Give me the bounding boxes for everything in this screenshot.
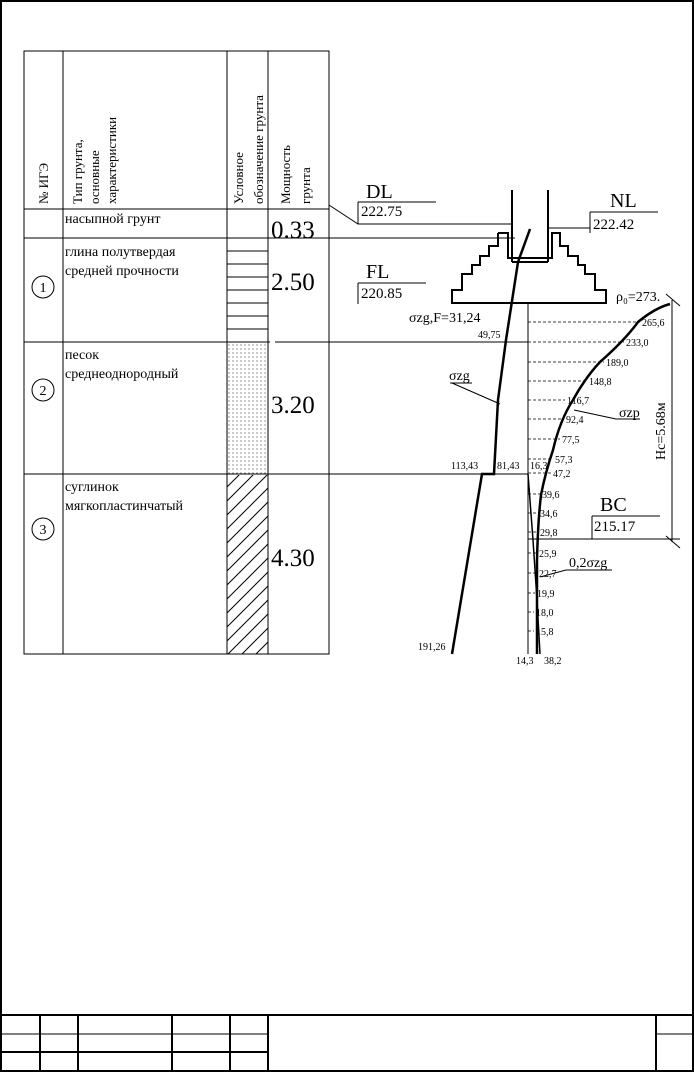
level-dl — [328, 201, 512, 225]
sigma-zp-value: 148,8 — [589, 377, 612, 388]
label-hc: Hc=5.68м — [654, 402, 669, 460]
sigma-zp-value: 29,8 — [540, 528, 558, 539]
layer-type-loam-2: мягкопластинчатый — [65, 499, 184, 514]
layer-number-1: 1 — [40, 281, 47, 296]
label-szg02: 0,2σzg — [569, 556, 607, 571]
level-dl-label: DL — [366, 181, 393, 203]
szg-leader — [451, 382, 501, 405]
layer-thickness-loam: 4.30 — [271, 545, 315, 572]
symbol-loam — [227, 475, 268, 654]
sigma-zg-curve — [450, 228, 532, 655]
header-thickness-1: Мощность — [278, 145, 293, 204]
header-type-2: основные — [87, 150, 102, 204]
level-nl — [548, 211, 658, 233]
sigma-zp-value: 233,0 — [626, 338, 649, 349]
sigma-zp-value: 116,7 — [567, 396, 589, 407]
layer-number-circle — [31, 378, 55, 402]
value-113-43: 113,43 — [451, 461, 478, 472]
sigma-zp-curve — [535, 302, 671, 654]
value-49-75: 49,75 — [478, 330, 501, 341]
label-szg-f: σzg,F=31,24 — [409, 311, 480, 326]
layer-thickness-fill: 0.33 — [271, 217, 315, 244]
foundation-column — [451, 190, 607, 304]
value-38-2: 38,2 — [544, 656, 562, 667]
sigma-zp-value: 77,5 — [562, 435, 580, 446]
layer-number-circle — [31, 275, 55, 299]
header-number: № ИГЭ — [36, 162, 51, 204]
label-szp: σzp — [619, 406, 640, 421]
sigma-zp-value: 18,0 — [536, 608, 554, 619]
sigma-zp-value: 25,9 — [539, 549, 557, 560]
header-symbol-1: Условное — [231, 152, 246, 204]
szg02-leader — [539, 569, 567, 578]
level-nl-value: 222.42 — [593, 217, 634, 233]
header-type-1: Тип грунта, — [70, 139, 85, 204]
sigma-zg02-curve — [527, 473, 541, 655]
label-p0: ρ₀=273. — [616, 290, 660, 305]
title-block — [1, 1014, 693, 1071]
layer-number-circle — [31, 517, 55, 541]
sigma-zp-value: 189,0 — [606, 358, 629, 369]
symbol-sand — [227, 343, 268, 474]
layer-thickness-sand: 3.20 — [271, 392, 315, 419]
symbol-clay — [227, 250, 268, 330]
layer-thickness-clay: 2.50 — [271, 269, 315, 296]
layer-type-loam-1: суглинок — [65, 480, 119, 495]
level-fl-label: FL — [366, 261, 389, 283]
sigma-zp-value: 34,6 — [540, 509, 558, 520]
sigma-zp-value: 265,6 — [642, 318, 665, 329]
level-fl-value: 220.85 — [361, 286, 402, 302]
level-nl-label: NL — [610, 190, 637, 212]
header-thickness-2: грунта — [298, 167, 313, 204]
label-szg: σzg — [449, 369, 470, 384]
sigma-zp-value: 92,4 — [566, 415, 584, 426]
header-type-3: характеристики — [104, 117, 119, 204]
sigma-zp-value: 39,6 — [542, 490, 560, 501]
layer-type-fill: насыпной грунт — [65, 212, 160, 227]
layer-type-sand-2: среднеоднородный — [65, 367, 179, 382]
level-bc-value: 215.17 — [594, 519, 636, 535]
level-bc — [528, 515, 680, 540]
sigma-zp-value: 19,9 — [537, 589, 555, 600]
value-81-43: 81,43 — [497, 461, 520, 472]
layer-type-sand-1: песок — [65, 348, 99, 363]
layer-type-clay-1: глина полутвердая — [65, 245, 176, 260]
header-symbol-2: обозначение грунта — [251, 95, 266, 204]
sigma-zp-value: 57,3 — [555, 455, 573, 466]
layer-number-2: 2 — [40, 384, 47, 399]
value-191-26: 191,26 — [418, 642, 446, 653]
layer-type-clay-2: средней прочности — [65, 264, 179, 279]
level-dl-value: 222.75 — [361, 204, 402, 220]
layer-number-3: 3 — [40, 523, 47, 538]
hc-dimension — [665, 293, 681, 549]
level-bc-label: BC — [600, 494, 627, 516]
level-fl — [357, 282, 426, 304]
szp-leader — [573, 409, 617, 420]
sigma-zp-value: 15,8 — [536, 627, 554, 638]
sigma-zp-value: 47,2 — [553, 469, 571, 480]
value-16-3: 16,3 — [530, 461, 548, 472]
value-14-3: 14,3 — [516, 656, 534, 667]
